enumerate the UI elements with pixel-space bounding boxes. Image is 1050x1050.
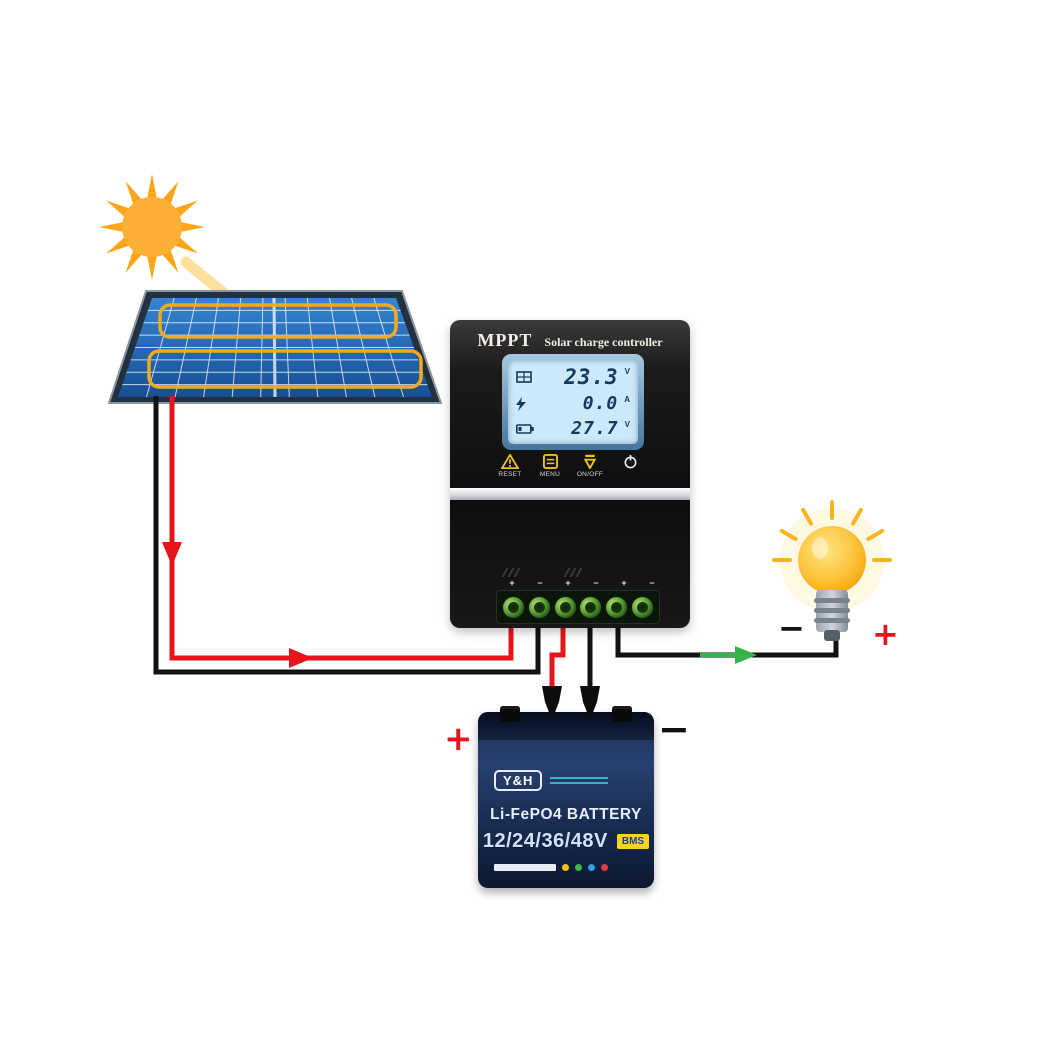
terminal-polarity-labels: + − + − + −: [498, 578, 666, 588]
charge-current-unit: A: [624, 395, 630, 404]
lcd-row-pv: 23.3 V: [516, 365, 630, 389]
light-bulb-icon: [772, 500, 892, 641]
on-off-button-label: ON/OFF: [576, 471, 604, 478]
battery-voltage-options: 12/24/36/48V: [482, 830, 608, 852]
battery-plus-label: +: [444, 719, 473, 759]
bms-badge: BMS: [616, 834, 650, 849]
warning-triangle-icon: [501, 454, 519, 469]
terminal-mark: +: [565, 578, 571, 588]
solar-panel-icon: [516, 371, 532, 383]
terminal-mark: +: [621, 578, 627, 588]
controller-brand: MPPT: [477, 330, 533, 350]
lcd-row-battery: 27.7 V: [516, 418, 630, 439]
controller-header: MPPT Solar charge controller: [450, 330, 690, 351]
battery-voltage-unit: V: [624, 420, 630, 429]
terminal-screw-battery-negative: [579, 595, 603, 619]
controller-buttons: RESET MENU ON/OFF: [450, 454, 690, 478]
on-off-button: ON/OFF: [577, 454, 604, 478]
flow-arrow-green-icon: [735, 646, 757, 664]
label-strip: [494, 864, 556, 871]
lightning-icon: [516, 396, 526, 411]
pv-positive-wire: [169, 396, 514, 661]
load-plus-label: +: [872, 615, 899, 653]
terminal-block: [496, 590, 660, 624]
terminal-mark: −: [649, 578, 655, 588]
charge-current-value: 0.0: [582, 393, 619, 414]
silver-stripe: [450, 488, 690, 500]
terminal-screw-load-positive: [605, 595, 629, 619]
wiring: [153, 396, 839, 694]
terminal-mark: −: [593, 578, 599, 588]
lcd-row-current: 0.0 A: [516, 393, 630, 414]
pv-voltage-unit: V: [624, 367, 630, 376]
terminal-screw-load-negative: [630, 595, 654, 619]
reset-button: RESET: [497, 454, 524, 478]
terminal-mark: +: [509, 578, 515, 588]
battery-negative-terminal: [612, 706, 632, 722]
reset-button-label: RESET: [498, 471, 522, 478]
battery-positive-terminal: [500, 706, 520, 722]
lifepo4-battery: Y&H Li-FePO4 BATTERY 12/24/36/48V BMS: [478, 706, 654, 888]
battery-icon: [516, 423, 534, 434]
power-indicator: [617, 454, 644, 478]
mppt-charge-controller: MPPT Solar charge controller 23.3 V: [450, 320, 690, 628]
controller-title: Solar charge controller: [544, 335, 663, 349]
terminal-screw-pv-negative: [527, 595, 551, 619]
battery-top: [478, 706, 654, 740]
lcd-display: 23.3 V 0.0 A 27.7: [502, 354, 644, 450]
battery-voltage-value: 27.7: [571, 418, 619, 439]
positive-clamp-icon: [542, 686, 562, 720]
battery-positive-wire: [549, 627, 566, 694]
battery-subtitle-marks: [550, 777, 609, 784]
power-icon: [624, 454, 636, 469]
arrow-down-icon: [583, 454, 597, 469]
flow-arrow-down-icon: [162, 542, 182, 566]
terminal-mark: −: [537, 578, 543, 588]
battery-minus-label: −: [658, 707, 690, 751]
battery-product-name: Li-FePO4 BATTERY: [490, 806, 642, 823]
load-minus-label: −: [778, 609, 805, 647]
terminal-screw-battery-positive: [553, 595, 577, 619]
pv-voltage-value: 23.3: [564, 365, 619, 389]
menu-button: MENU: [537, 454, 564, 478]
battery-clamps: [542, 686, 600, 720]
sun-icon: [99, 174, 205, 280]
menu-button-label: MENU: [539, 471, 561, 478]
terminal-screw-pv-positive: [502, 595, 525, 619]
battery-brand-badge: Y&H: [494, 770, 543, 791]
bulb-glow-rays: [772, 500, 892, 562]
certification-icons: [494, 864, 608, 871]
flow-arrow-right-icon: [289, 648, 313, 668]
panel-grid: [122, 297, 428, 398]
panel-highlight-outline: [147, 303, 423, 389]
negative-clamp-icon: [580, 686, 600, 720]
menu-icon: [542, 454, 558, 469]
lcd-screen: 23.3 V 0.0 A 27.7: [508, 360, 638, 444]
solar-panel: [107, 290, 443, 404]
battery-brand-row: Y&H: [494, 770, 609, 791]
battery-voltage-row: 12/24/36/48V BMS: [478, 830, 654, 853]
pv-negative-wire: [153, 396, 541, 675]
